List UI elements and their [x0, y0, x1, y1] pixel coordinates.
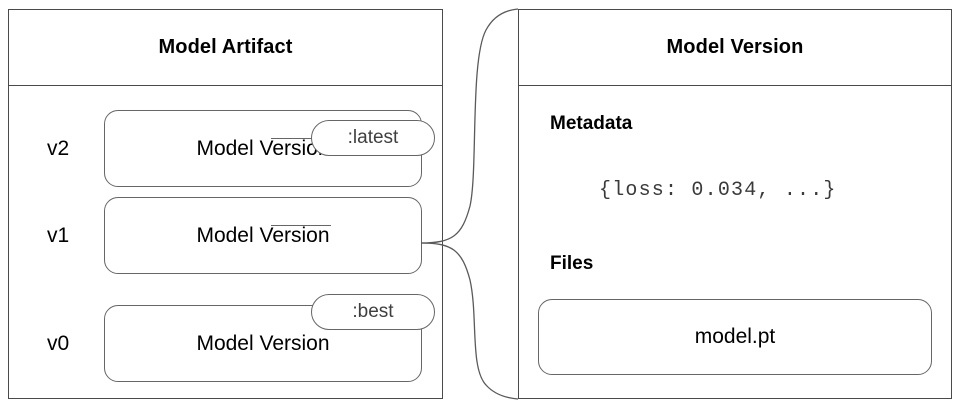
- model-version-header: Model Version: [519, 10, 951, 86]
- model-artifact-panel: Model Artifact v2 Model Version :latest …: [8, 9, 443, 399]
- model-version-panel: Model Version Metadata {loss: 0.034, ...…: [518, 9, 952, 399]
- model-version-body: Metadata {loss: 0.034, ...} Files model.…: [519, 86, 951, 398]
- model-artifact-header: Model Artifact: [9, 10, 442, 86]
- metadata-heading: Metadata: [550, 113, 633, 134]
- files-heading: Files: [550, 253, 594, 274]
- version-label-v2: v2: [47, 136, 70, 160]
- tag-pill-latest[interactable]: :latest: [311, 120, 435, 156]
- tag-stem-latest: [271, 138, 331, 139]
- version-label-v1: v1: [47, 223, 70, 247]
- file-item-model-pt[interactable]: model.pt: [538, 299, 932, 375]
- model-version-title: Model Version: [666, 36, 804, 58]
- version-box-v1[interactable]: Model Version: [104, 197, 422, 274]
- tag-pill-best[interactable]: :best: [311, 294, 435, 330]
- tag-stem-best: [271, 225, 331, 226]
- version-label-v0: v0: [47, 331, 70, 355]
- version-row-v1: v1 Model Version :best: [9, 197, 442, 330]
- metadata-value: {loss: 0.034, ...}: [599, 179, 837, 202]
- model-artifact-body: v2 Model Version :latest v1 Model Versio…: [9, 86, 442, 398]
- version-row-v2: v2 Model Version :latest: [9, 110, 442, 187]
- model-artifact-title: Model Artifact: [158, 36, 293, 58]
